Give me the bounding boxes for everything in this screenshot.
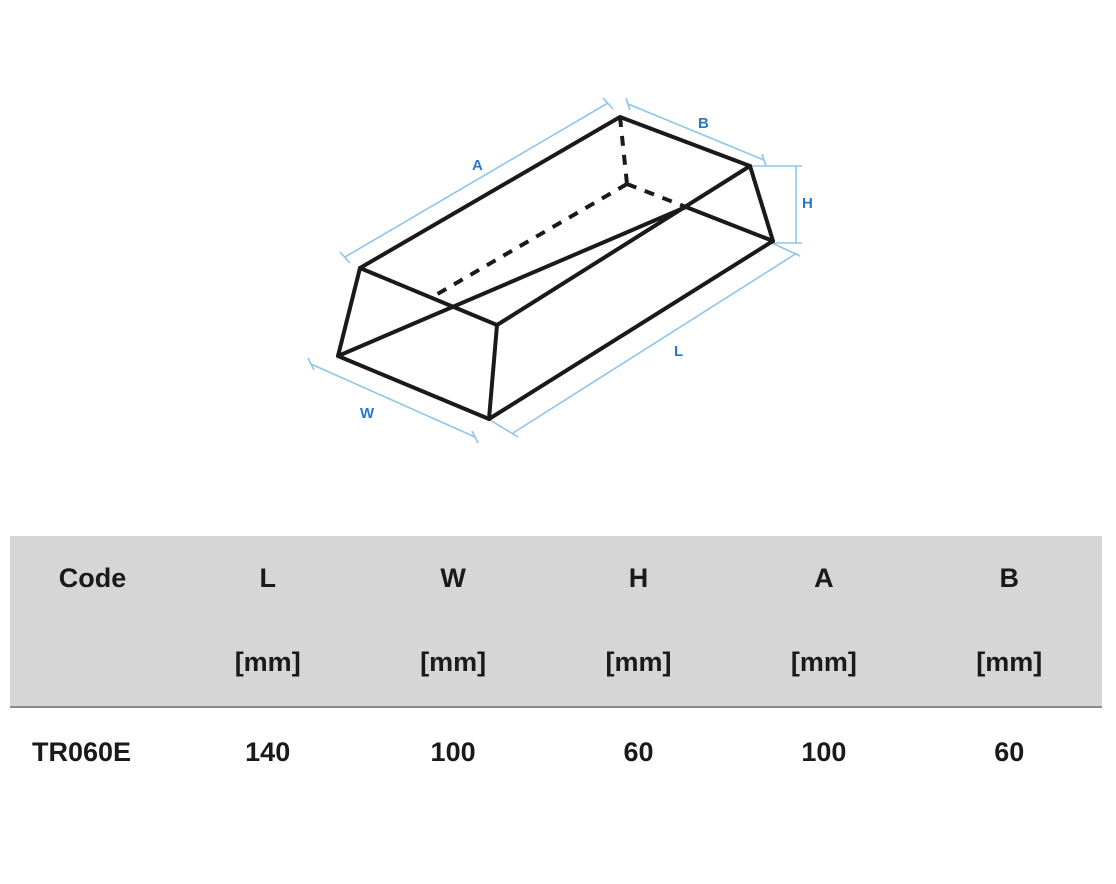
header-a: A [mm] — [731, 536, 916, 707]
header-name: L — [259, 563, 276, 593]
header-unit: [mm] — [420, 647, 487, 677]
trapezoid-prism-diagram: A B H L W — [307, 97, 813, 444]
header-l: L [mm] — [175, 536, 360, 707]
cell-w: 100 — [430, 737, 476, 767]
dimension-lines — [307, 97, 802, 444]
cell-l: 140 — [245, 737, 291, 767]
dimension-label-a: A — [472, 157, 483, 174]
header-unit: [mm] — [976, 647, 1043, 677]
dimension-label-l: L — [674, 343, 683, 360]
header-name: H — [628, 563, 649, 593]
header-unit: [mm] — [234, 647, 301, 677]
dimension-label-b: B — [698, 115, 709, 132]
cell-b: 60 — [994, 737, 1025, 767]
solid-edges — [336, 115, 775, 421]
header-b: B [mm] — [917, 536, 1102, 707]
cell-h: 60 — [623, 737, 654, 767]
header-unit — [10, 620, 175, 706]
header-h: H [mm] — [546, 536, 731, 707]
dimension-label-h: H — [802, 195, 813, 212]
hidden-edges — [432, 116, 687, 298]
table-header-row: Code L [mm] W [mm] H [mm] A [mm] B [mm] — [10, 536, 1102, 707]
header-w: W [mm] — [360, 536, 545, 707]
cell-code: TR060E — [32, 737, 132, 767]
header-unit: [mm] — [605, 647, 672, 677]
dimension-label-w: W — [360, 405, 375, 422]
cell-a: 100 — [801, 737, 847, 767]
header-name: W — [440, 563, 466, 593]
header-unit: [mm] — [790, 647, 857, 677]
header-name: Code — [58, 563, 127, 593]
dimensions-table: Code L [mm] W [mm] H [mm] A [mm] B [mm] — [10, 536, 1102, 796]
header-name: A — [814, 563, 834, 593]
table-row: TR060E 140 100 60 100 60 — [10, 707, 1102, 796]
header-code: Code — [10, 536, 175, 707]
header-name: B — [999, 563, 1020, 593]
